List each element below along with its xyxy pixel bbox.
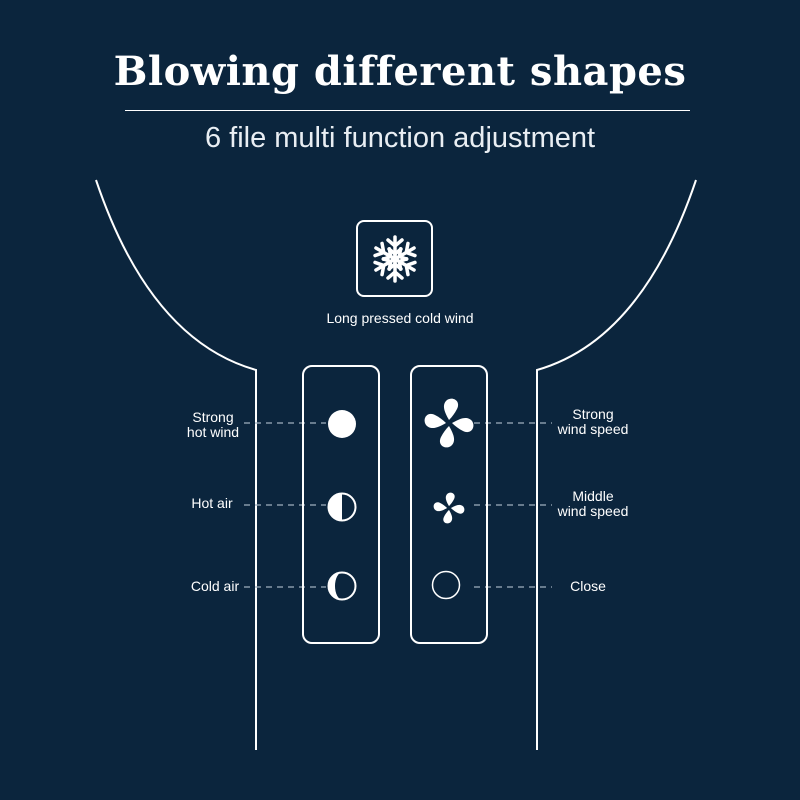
half-circle-icon[interactable] xyxy=(326,491,358,523)
leader-lines xyxy=(244,422,552,588)
heat-mode-panel xyxy=(302,365,380,644)
quarter-circle-icon[interactable] xyxy=(326,570,358,602)
empty-circle-icon[interactable] xyxy=(430,569,462,601)
wind-speed-panel xyxy=(410,365,488,644)
snowflake-icon xyxy=(370,234,419,283)
page-title: Blowing different shapes xyxy=(113,48,687,95)
label-cold-air: Cold air xyxy=(190,578,240,594)
page-subtitle: 6 file multi function adjustment xyxy=(204,122,596,154)
full-circle-icon[interactable] xyxy=(326,408,358,440)
label-close: Close xyxy=(570,578,606,594)
cold-wind-button[interactable] xyxy=(356,220,433,297)
cold-wind-label: Long pressed cold wind xyxy=(326,310,474,326)
large-fan-icon[interactable] xyxy=(422,396,476,450)
small-fan-icon[interactable] xyxy=(432,491,466,525)
label-hot-air: Hot air xyxy=(191,495,233,511)
title-divider xyxy=(125,110,690,111)
